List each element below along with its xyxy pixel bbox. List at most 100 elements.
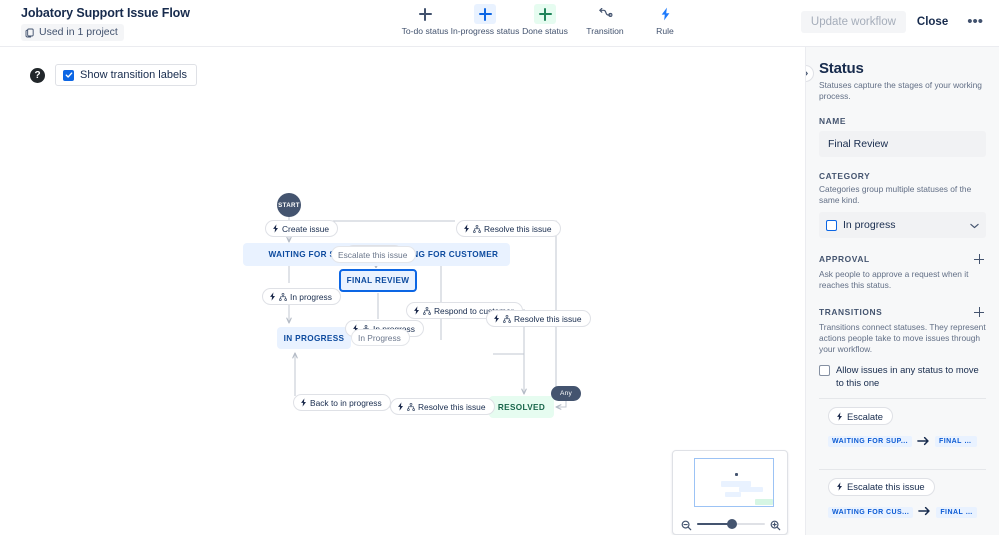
transition-resolve-this-issue-1[interactable]: Resolve this issue: [456, 220, 561, 237]
toolbar-label-transition: Transition: [586, 26, 624, 36]
toolbar-item-done-status[interactable]: Done status: [515, 4, 575, 36]
toolbar-item-in-progress-status[interactable]: In-progress status: [451, 4, 519, 36]
bolt-icon: [654, 4, 676, 24]
transition-card-escalate-this-issue-from-list: WAITING FOR CUS...: [828, 506, 914, 518]
canvas-toolbar: ? Show transition labels: [30, 64, 198, 86]
status-waiting-support-label: WAITING FOR SUPPORT: [268, 250, 372, 259]
transition-card-escalate-this-issue-to: FINAL REVIEW: [936, 506, 977, 518]
create-toolbar: To-do status In-progress status Done sta…: [395, 4, 695, 36]
name-section-header: NAME: [819, 116, 986, 126]
minimap-block-3: [725, 492, 741, 497]
transitions-description: Transitions connect statuses. They repre…: [819, 322, 986, 354]
transition-back-to-in-progress[interactable]: Back to in progress: [293, 394, 391, 411]
transition-resolve-this-issue-3[interactable]: Resolve this issue: [390, 398, 495, 415]
transition-card-escalate-this-issue-chip-label: Escalate this issue: [847, 481, 925, 492]
name-label: NAME: [819, 116, 847, 126]
transition-card-escalate-mapping: WAITING FOR SUP...FINAL REVIEW: [828, 433, 977, 451]
toolbar-label-rule: Rule: [656, 26, 674, 36]
transition-escalate-this-issue[interactable]: Escalate this issue: [331, 246, 417, 263]
transition-card-escalate-this-issue-from-0: WAITING FOR CUS...: [828, 506, 914, 518]
minimap[interactable]: [672, 450, 788, 535]
zoom-slider[interactable]: [697, 518, 765, 529]
header-actions: Update workflow Close •••: [800, 11, 991, 33]
add-transition-button[interactable]: [972, 305, 986, 319]
status-resolved[interactable]: RESOLVED: [489, 396, 554, 418]
transition-create-issue[interactable]: Create issue: [265, 220, 339, 237]
transition-in-progress-ghost[interactable]: In Progress: [351, 329, 410, 346]
transition-in-progress-ghost-label: In Progress: [358, 332, 401, 343]
allow-any-status-toggle[interactable]: Allow issues in any status to move to th…: [819, 364, 986, 389]
toolbar-label-todo-status: To-do status: [401, 26, 449, 36]
fork-icon: [503, 314, 511, 323]
workflow-canvas[interactable]: START WAITING FOR SUPPORT WAITING FOR CUST…: [0, 47, 806, 535]
bolt-icon: [413, 306, 420, 315]
show-transition-labels-label: Show transition labels: [80, 69, 188, 81]
bolt-icon: [300, 398, 307, 407]
app-header: Jobatory Support Issue Flow Used in 1 pr…: [0, 0, 999, 47]
add-approval-button[interactable]: [972, 252, 986, 266]
close-button[interactable]: Close: [908, 11, 957, 33]
allow-any-status-label: Allow issues in any status to move to th…: [836, 364, 979, 388]
checkbox-unchecked-icon: [819, 365, 830, 376]
minimap-viewport[interactable]: [694, 458, 774, 507]
fork-icon: [407, 402, 415, 411]
show-transition-labels-toggle[interactable]: Show transition labels: [55, 64, 198, 86]
more-actions-button[interactable]: •••: [959, 13, 991, 31]
bolt-icon: [397, 402, 404, 411]
panel-body: Status Statuses capture the stages of yo…: [806, 47, 999, 535]
status-final-review[interactable]: FINAL REVIEW: [339, 269, 417, 292]
transition-in-progress-1-label: In progress: [290, 291, 332, 302]
transition-in-progress-1[interactable]: In progress: [262, 288, 341, 305]
approval-label: APPROVAL: [819, 254, 870, 264]
transition-card-escalate-chip[interactable]: Escalate: [828, 407, 893, 425]
category-description: Categories group multiple statuses of th…: [819, 184, 972, 205]
toolbar-label-done-status: Done status: [522, 26, 568, 36]
transition-resolve-this-issue-3-label: Resolve this issue: [418, 401, 486, 412]
category-section-header: CATEGORY: [819, 171, 986, 181]
any-node[interactable]: Any: [551, 386, 581, 401]
transition-back-to-in-progress-label: Back to in progress: [310, 397, 382, 408]
toolbar-item-transition[interactable]: Transition: [575, 4, 635, 36]
magnifier-minus-icon[interactable]: [681, 518, 692, 531]
arrow-right-icon: [918, 503, 931, 521]
status-waiting-customer-label: WAITING FOR CUSTOMER: [387, 250, 499, 259]
fork-icon: [473, 224, 481, 233]
bolt-icon: [352, 324, 359, 333]
status-details-panel: Status Statuses capture the stages of yo…: [805, 47, 999, 535]
workflow-graph: START WAITING FOR SUPPORT WAITING FOR CUST…: [0, 47, 806, 535]
magnifier-plus-icon[interactable]: [770, 518, 781, 531]
toolbar-item-rule[interactable]: Rule: [635, 4, 695, 36]
transitions-label: TRANSITIONS: [819, 307, 883, 317]
approval-section-header: APPROVAL: [819, 252, 986, 266]
transition-respond-to-customer-label: Respond to customer: [434, 305, 514, 316]
help-icon[interactable]: ?: [30, 67, 45, 83]
update-workflow-button[interactable]: Update workflow: [800, 11, 906, 33]
status-resolved-label: RESOLVED: [497, 402, 546, 412]
fork-icon: [423, 306, 431, 315]
chevron-down-icon: [970, 216, 979, 234]
transition-in-progress-2-label: In progress: [373, 324, 415, 334]
status-name-input[interactable]: [819, 131, 986, 157]
minimap-block-2: [739, 487, 763, 492]
toolbar-item-todo-status[interactable]: To-do status: [395, 4, 455, 36]
status-in-progress-label: IN PROGRESS: [283, 333, 345, 343]
zoom-slider-knob[interactable]: [727, 518, 738, 529]
transition-resolve-this-issue-2[interactable]: Resolve this issue: [486, 310, 591, 327]
status-in-progress[interactable]: IN PROGRESS: [277, 327, 351, 349]
category-select[interactable]: In progress: [819, 212, 986, 238]
minimap-block-0: [735, 473, 738, 476]
minimap-block-4: [755, 499, 773, 505]
panel-title: Status: [819, 60, 864, 77]
used-in-projects-label: Used in 1 project: [39, 26, 118, 38]
copy-icon: [25, 28, 35, 38]
minimap-block-1: [721, 481, 751, 487]
start-node[interactable]: START: [277, 193, 301, 217]
transition-card-escalate-this-issue-chip[interactable]: Escalate this issue: [828, 477, 935, 496]
toolbar-label-in-progress-status: In-progress status: [450, 26, 520, 36]
category-selected-value: In progress: [843, 219, 896, 231]
used-in-projects-badge[interactable]: Used in 1 project: [21, 24, 124, 41]
fork-icon: [279, 292, 287, 301]
